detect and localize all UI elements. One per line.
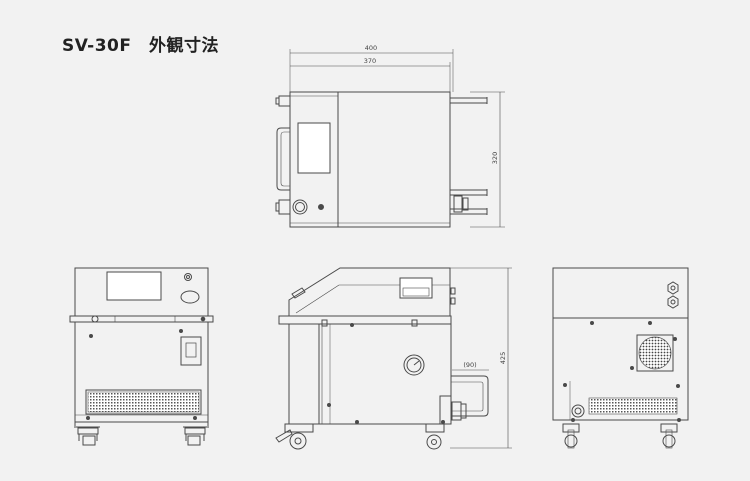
side-view: [275, 267, 512, 450]
rear-view: [552, 267, 689, 449]
page-title: SV-30F 外観寸法: [62, 36, 219, 56]
front-view: [69, 267, 214, 446]
dim-425-label: 425: [499, 352, 507, 364]
dim-320-label: 320: [491, 152, 499, 164]
dim-400-label: 400: [365, 44, 377, 52]
dim-370-label: 370: [364, 57, 376, 65]
top-view: [275, 49, 505, 228]
dim-90-label: (90): [463, 361, 476, 369]
